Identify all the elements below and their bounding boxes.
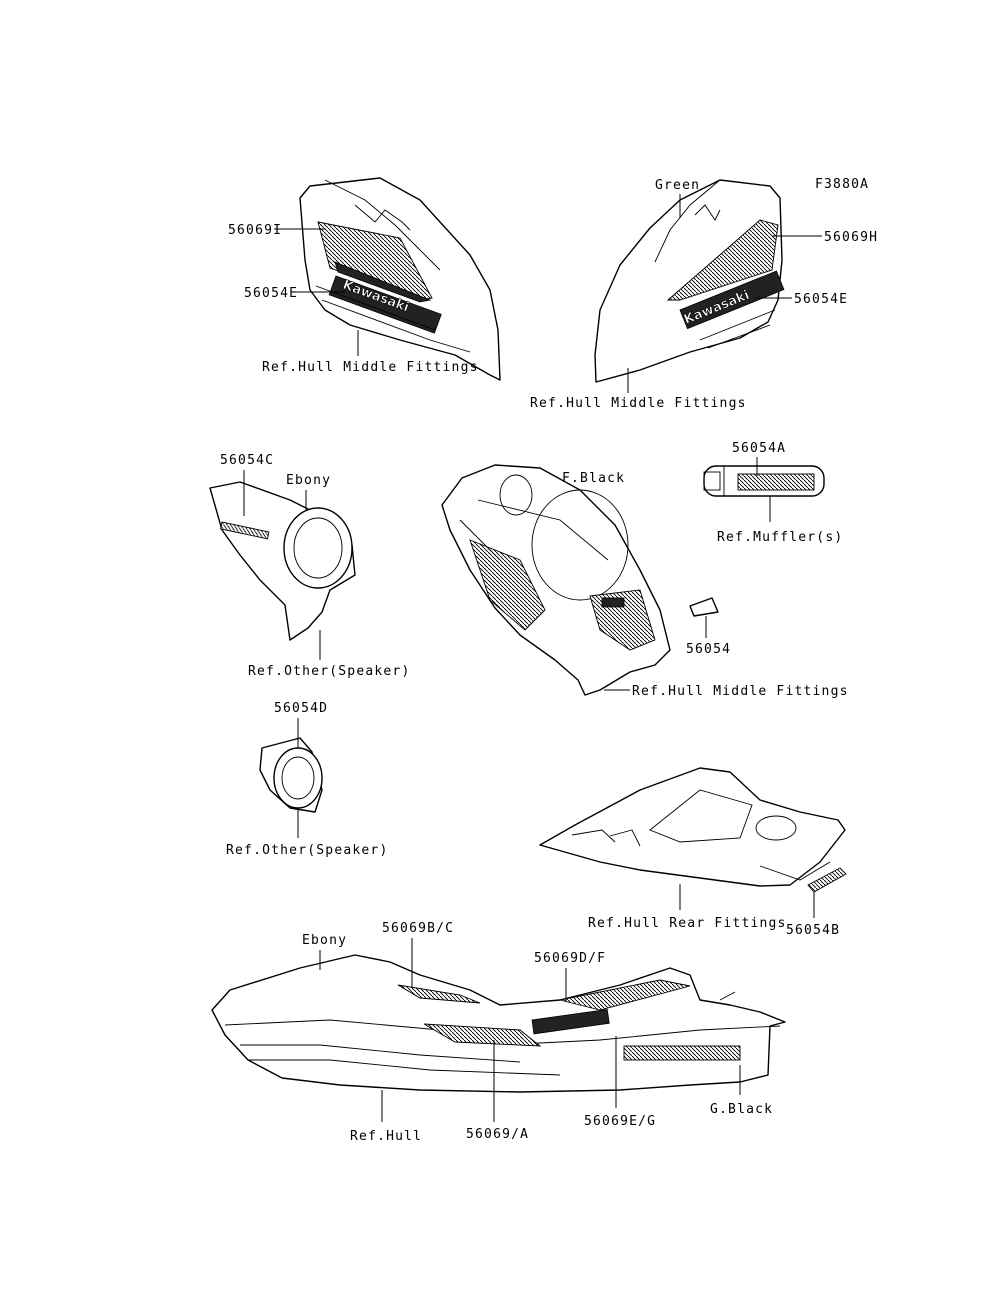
jet-ski-hull — [211, 954, 786, 1093]
label-ebony-top: Ebony — [286, 473, 331, 488]
speaker-decal — [220, 521, 270, 540]
label-56069I: 56069I — [228, 223, 282, 238]
figure-code: F3880A — [815, 177, 869, 192]
small-decal-56054 — [689, 597, 719, 617]
label-ref-hull-middle-center: Ref.Hull Middle Fittings — [632, 684, 849, 699]
label-56054: 56054 — [686, 642, 731, 657]
label-ref-hull-middle-right: Ref.Hull Middle Fittings — [530, 396, 747, 411]
kawasaki-decal-right — [679, 270, 785, 330]
label-g-black: G.Black — [710, 1102, 773, 1117]
muffler-decal — [737, 473, 815, 491]
label-56054D: 56054D — [274, 701, 328, 716]
left-side-cover: Kawasaki — [299, 177, 501, 381]
label-56069-A: 56069/A — [466, 1127, 529, 1142]
center-deck — [441, 464, 671, 696]
label-ref-other-speaker-2: Ref.Other(Speaker) — [226, 843, 388, 858]
label-green: Green — [655, 178, 700, 193]
label-ref-hull: Ref.Hull — [350, 1129, 422, 1144]
label-56069E-G: 56069E/G — [584, 1114, 656, 1129]
label-56054E-left: 56054E — [244, 286, 298, 301]
label-ref-other-speaker-1: Ref.Other(Speaker) — [248, 664, 410, 679]
label-ref-hull-rear: Ref.Hull Rear Fittings — [588, 916, 787, 931]
rear-decal-56054B — [807, 867, 847, 893]
muffler — [703, 465, 825, 497]
label-ref-mufflers: Ref.Muffler(s) — [717, 530, 843, 545]
right-side-cover: Kawasaki — [594, 179, 785, 383]
label-56054A: 56054A — [732, 441, 786, 456]
rear-deck — [539, 767, 846, 887]
label-56054C: 56054C — [220, 453, 274, 468]
label-56069H: 56069H — [824, 230, 878, 245]
side-decal-gblack — [623, 1045, 741, 1061]
label-56054B: 56054B — [786, 923, 840, 938]
label-f-black: F.Black — [562, 471, 625, 486]
kawasaki-decal-left — [328, 275, 442, 334]
label-ebony-hull: Ebony — [302, 933, 347, 948]
label-56069B-C: 56069B/C — [382, 921, 454, 936]
label-56069D-F: 56069D/F — [534, 951, 606, 966]
label-56054E-right: 56054E — [794, 292, 848, 307]
speaker-cover — [209, 481, 356, 641]
label-ref-hull-middle-left: Ref.Hull Middle Fittings — [262, 360, 479, 375]
small-speaker — [259, 737, 323, 813]
